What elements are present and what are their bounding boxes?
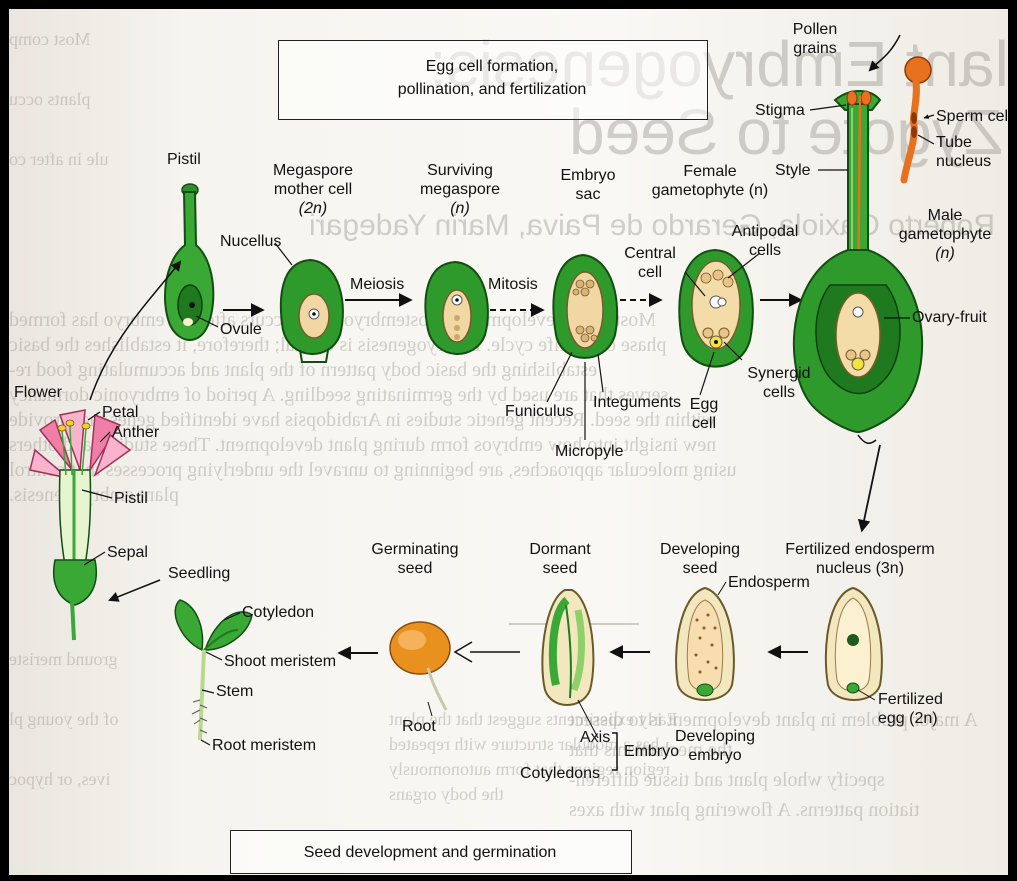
- life-cycle-diagram: Plant Embryogenesis: Zygote to Seed Robe…: [0, 0, 1017, 881]
- black-frame: [0, 0, 1017, 881]
